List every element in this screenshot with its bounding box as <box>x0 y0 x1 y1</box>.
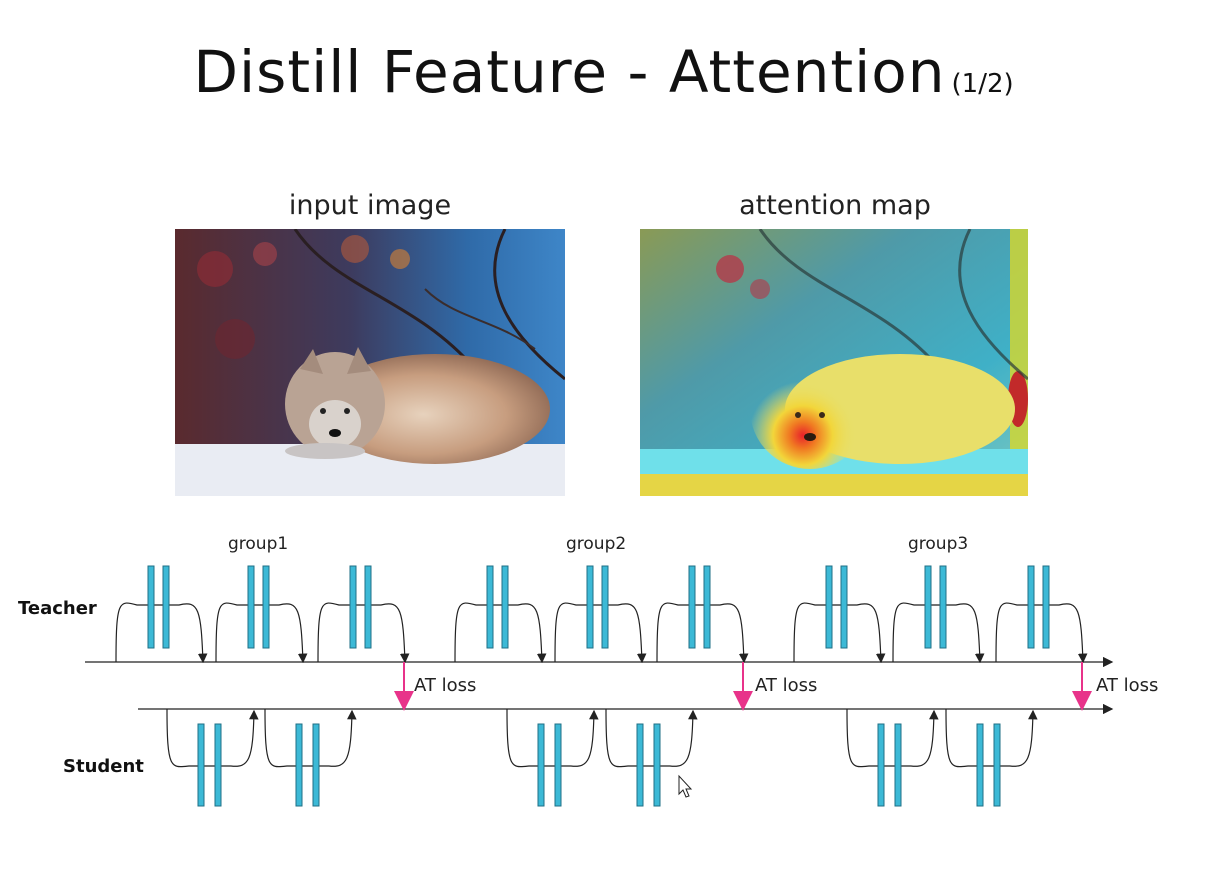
skip-connection <box>945 708 1038 768</box>
skip-connection <box>317 602 410 664</box>
skip-connection <box>506 708 599 768</box>
skip-connection <box>995 602 1088 664</box>
skip-connection <box>846 708 939 768</box>
conv-layer <box>501 565 509 649</box>
teacher-residual-block <box>793 565 886 664</box>
conv-layer <box>349 565 357 649</box>
conv-layer <box>825 565 833 649</box>
teacher-residual-block <box>215 565 308 664</box>
teacher-residual-block <box>995 565 1088 664</box>
teacher-residual-block <box>554 565 647 664</box>
student-residual-block <box>506 708 599 807</box>
conv-layer <box>312 723 320 807</box>
conv-layer <box>214 723 222 807</box>
teacher-residual-block <box>656 565 749 664</box>
group-label: group2 <box>566 534 626 554</box>
conv-layer <box>939 565 947 649</box>
teacher-residual-block <box>317 565 410 664</box>
conv-layer <box>554 723 562 807</box>
student-residual-block <box>605 708 698 807</box>
at-loss-label: AT loss <box>414 675 476 696</box>
conv-layer <box>840 565 848 649</box>
attention-map-image <box>640 229 1028 496</box>
title-main: Distill Feature - Attention <box>193 38 946 106</box>
conv-layer <box>924 565 932 649</box>
student-residual-block <box>166 708 259 807</box>
skip-connection <box>554 602 647 664</box>
skip-connection <box>892 602 985 664</box>
conv-layer <box>197 723 205 807</box>
teacher-blocks <box>115 565 1088 664</box>
student-label: Student <box>63 756 144 777</box>
input-image <box>175 229 565 496</box>
skip-connection <box>264 708 357 768</box>
teacher-label: Teacher <box>18 598 97 619</box>
skip-connection <box>215 602 308 664</box>
conv-layer <box>993 723 1001 807</box>
skip-connection <box>166 708 259 768</box>
conv-layer <box>653 723 661 807</box>
attention-heatmap <box>640 229 1028 496</box>
skip-connection <box>793 602 886 664</box>
conv-layer <box>688 565 696 649</box>
conv-layer <box>586 565 594 649</box>
conv-layer <box>147 565 155 649</box>
conv-layer <box>1042 565 1050 649</box>
conv-layer <box>976 723 984 807</box>
skip-connection <box>605 708 698 768</box>
title-page-indicator: (1/2) <box>951 69 1014 99</box>
conv-layer <box>162 565 170 649</box>
conv-layer <box>601 565 609 649</box>
conv-layer <box>486 565 494 649</box>
conv-layer <box>1027 565 1035 649</box>
skip-connection <box>115 602 208 664</box>
student-residual-block <box>264 708 357 807</box>
attention-transfer-diagram: Teacher Student group1 group2 group3 AT … <box>18 534 1158 807</box>
teacher-residual-block <box>115 565 208 664</box>
conv-layer <box>537 723 545 807</box>
at-loss-label: AT loss <box>1096 675 1158 696</box>
student-blocks <box>166 708 1038 807</box>
conv-layer <box>295 723 303 807</box>
conv-layer <box>364 565 372 649</box>
skip-connection <box>454 602 547 664</box>
conv-layer <box>877 723 885 807</box>
conv-layer <box>262 565 270 649</box>
wolf-photo <box>175 229 565 496</box>
attention-map-caption: attention map <box>739 190 931 221</box>
teacher-residual-block <box>454 565 547 664</box>
student-residual-block <box>945 708 1038 807</box>
group-label: group1 <box>228 534 288 554</box>
group-label: group3 <box>908 534 968 554</box>
conv-layer <box>636 723 644 807</box>
conv-layer <box>894 723 902 807</box>
skip-connection <box>656 602 749 664</box>
at-loss-label: AT loss <box>755 675 817 696</box>
slide-title: Distill Feature - Attention(1/2) <box>0 38 1207 106</box>
teacher-residual-block <box>892 565 985 664</box>
input-image-caption: input image <box>288 190 452 221</box>
mouse-cursor-icon <box>678 774 693 798</box>
conv-layer <box>703 565 711 649</box>
student-residual-block <box>846 708 939 807</box>
conv-layer <box>247 565 255 649</box>
